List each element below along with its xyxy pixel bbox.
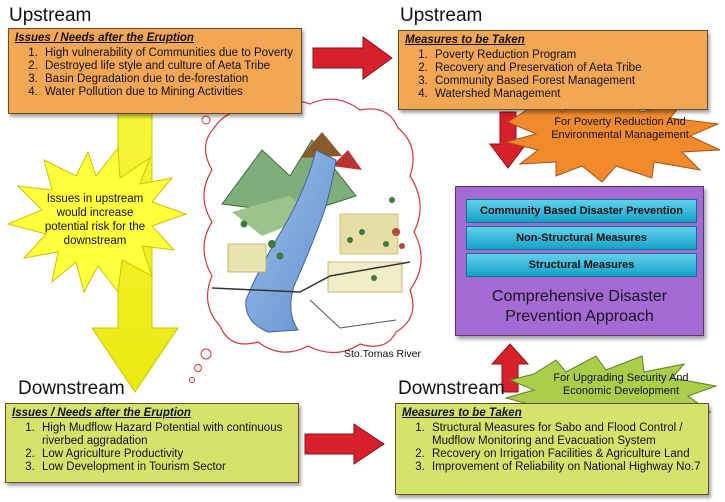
risk-burst-text: Issues in upstream would increase potent… xyxy=(44,193,146,247)
list-item: Destroyed life style and culture of Aeta… xyxy=(41,60,295,73)
downstream-left-heading: Downstream xyxy=(18,378,125,399)
upstream-measures-list: Poverty Reduction Program Recovery and P… xyxy=(405,49,701,101)
upstream-measures-box: Measures to be Taken Poverty Reduction P… xyxy=(398,30,708,110)
red-arrow-downstream xyxy=(304,423,385,465)
downstream-measures-list: Structural Measures for Sabo and Flood C… xyxy=(402,422,702,474)
approach-bar-structural: Structural Measures xyxy=(466,253,697,277)
upstream-left-heading: Upstream xyxy=(9,5,92,26)
list-item: Water Pollution due to Mining Activities xyxy=(41,86,295,99)
red-arrow-upstream xyxy=(312,36,393,80)
approach-bar-community: Community Based Disaster Prevention xyxy=(466,199,697,223)
upstream-issues-box: Issues / Needs after the Eruption High v… xyxy=(8,28,302,114)
downstream-measures-title: Measures to be Taken xyxy=(402,407,522,419)
list-item: Basin Degradation due to de-forestation xyxy=(41,73,295,86)
downstream-issues-box: Issues / Needs after the Eruption High M… xyxy=(5,403,299,483)
list-item: Poverty Reduction Program xyxy=(431,49,701,62)
downstream-measures-box: Measures to be Taken Structural Measures… xyxy=(395,403,709,495)
list-item: Recovery and Preservation of Aeta Tribe xyxy=(431,62,701,75)
downstream-issues-list: High Mudflow Hazard Potential with conti… xyxy=(12,422,292,474)
approach-title-line2: Prevention Approach xyxy=(505,308,654,325)
upstream-measures-title: Measures to be Taken xyxy=(405,34,525,46)
river-sketch xyxy=(189,98,422,383)
list-item: Recovery on Irrigation Facilities & Agri… xyxy=(428,448,702,461)
list-item: Community Based Forest Management xyxy=(431,75,701,88)
upstream-right-heading: Upstream xyxy=(400,5,483,26)
upstream-goal-text: For Poverty Reduction And Environmental … xyxy=(551,116,689,141)
list-item: Watershed Management xyxy=(431,88,701,101)
approach-title-line1: Comprehensive Disaster xyxy=(491,288,668,305)
risk-burst-shape xyxy=(6,146,188,294)
list-item: Structural Measures for Sabo and Flood C… xyxy=(428,422,702,448)
river-label: Sto.Tomas River xyxy=(344,348,422,360)
upstream-issues-list: High vulnerability of Communities due to… xyxy=(15,47,295,99)
list-item: High vulnerability of Communities due to… xyxy=(41,47,295,60)
downstream-issues-title: Issues / Needs after the Eruption xyxy=(12,407,191,419)
upstream-issues-title: Issues / Needs after the Eruption xyxy=(15,32,194,44)
comprehensive-approach-box: Community Based Disaster Prevention Non-… xyxy=(455,186,704,336)
approach-bar-non-structural: Non-Structural Measures xyxy=(466,226,697,250)
list-item: Low Development in Tourism Sector xyxy=(38,461,292,474)
list-item: Low Agriculture Productivity xyxy=(38,448,292,461)
red-arrow-from-downstream xyxy=(490,343,530,393)
list-item: Improvement of Reliability on National H… xyxy=(428,461,702,474)
downstream-right-heading: Downstream xyxy=(398,378,505,399)
downstream-goal-text: For Upgrading Security And Economic Deve… xyxy=(553,372,689,397)
list-item: High Mudflow Hazard Potential with conti… xyxy=(38,422,292,448)
